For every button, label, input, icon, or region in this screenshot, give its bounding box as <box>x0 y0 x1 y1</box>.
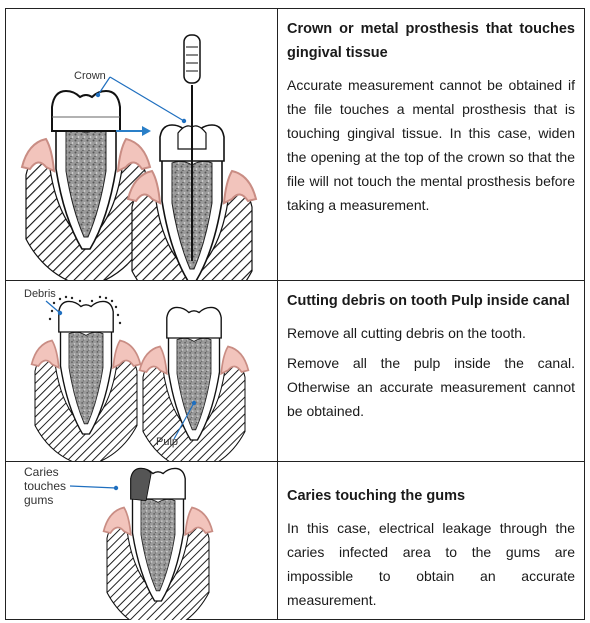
tooth-with-file-icon <box>128 85 256 280</box>
caries-label: Caries <box>24 465 59 479</box>
crown-text-cell: Crown or metal prosthesis that touches g… <box>278 9 584 280</box>
debris-text-cell: Cutting debris on tooth Pulp inside cana… <box>278 281 584 461</box>
crown-paragraph: Accurate measurement cannot be obtained … <box>287 73 575 217</box>
debris-label: Debris <box>24 288 56 300</box>
debris-paragraph-1: Remove all cutting debris on the tooth. <box>287 321 575 345</box>
troubleshooting-table: Crown Crown or metal prosthesis that tou… <box>5 8 585 620</box>
row-crown: Crown Crown or metal prosthesis that tou… <box>6 9 584 280</box>
row-caries: Caries touches gums Caries touching the … <box>6 461 584 619</box>
crown-label: Crown <box>74 70 106 82</box>
caries-title: Caries touching the gums <box>287 484 575 508</box>
caries-illustration: Caries touches gums <box>6 462 278 619</box>
tooth-with-debris-icon <box>32 301 141 462</box>
row-debris: Debris Pulp Cutting debris on tooth Pulp… <box>6 280 584 461</box>
tooth-with-crown-icon <box>22 91 150 280</box>
touches-label: touches <box>24 479 66 493</box>
caries-text-cell: Caries touching the gums In this case, e… <box>278 462 584 619</box>
caries-paragraph: In this case, electrical leakage through… <box>287 516 575 612</box>
endodontic-file-icon <box>184 35 200 83</box>
arrow-right-icon <box>116 126 151 136</box>
tooth-with-caries-icon <box>104 468 213 620</box>
debris-illustration: Debris Pulp <box>6 281 278 461</box>
debris-paragraph-2: Remove all the pulp inside the canal. Ot… <box>287 351 575 423</box>
crown-title: Crown or metal prosthesis that touches g… <box>287 17 575 65</box>
debris-title: Cutting debris on tooth Pulp inside cana… <box>287 289 575 313</box>
crown-illustration: Crown <box>6 9 278 280</box>
gums-label: gums <box>24 493 53 507</box>
